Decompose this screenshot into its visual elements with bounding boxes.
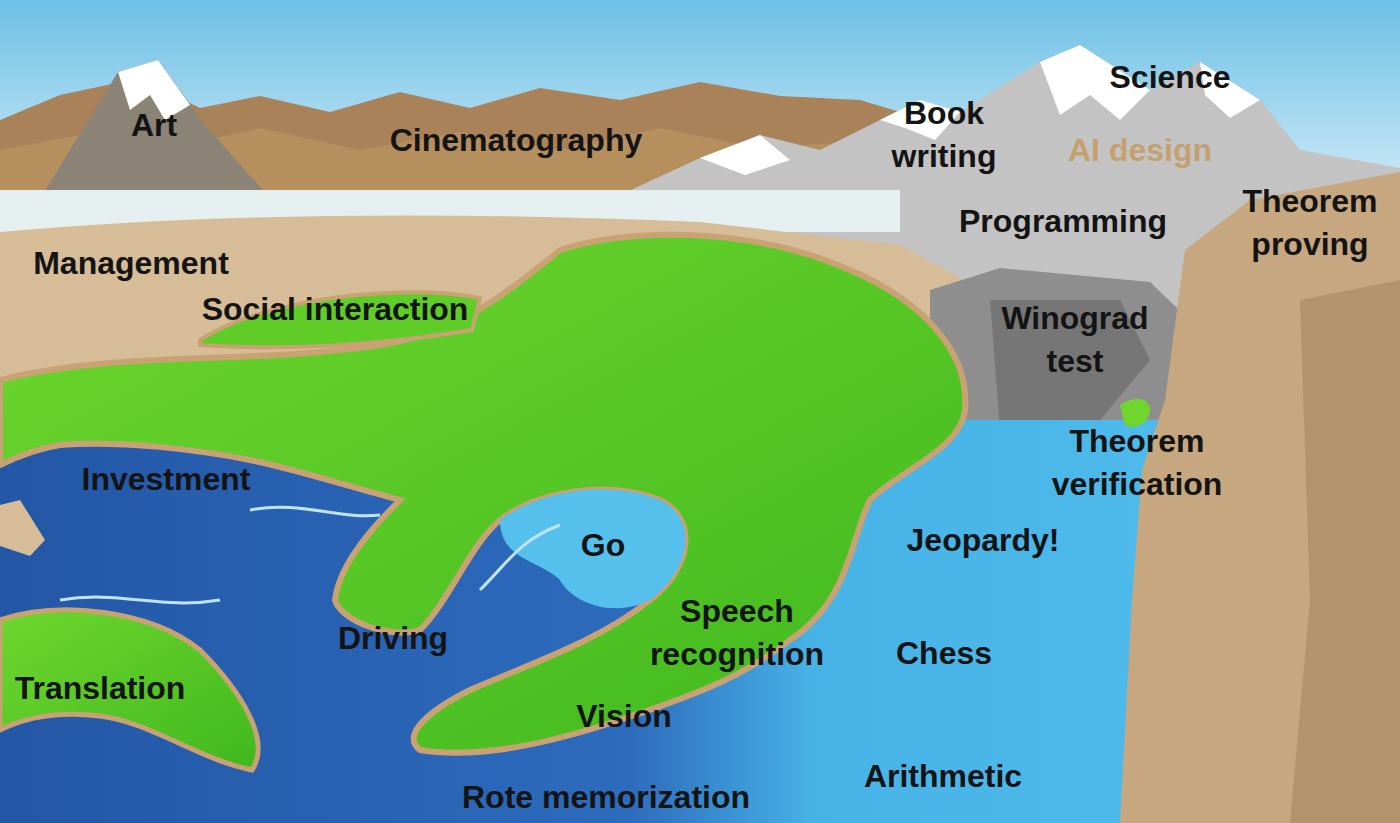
region-label: Theorem proving bbox=[1225, 180, 1395, 266]
region-label: Driving bbox=[338, 617, 448, 660]
region-label: Winograd test bbox=[988, 297, 1163, 383]
small-island bbox=[0, 500, 45, 556]
region-label: Speech recognition bbox=[635, 590, 840, 676]
region-label: Theorem verification bbox=[1035, 420, 1240, 506]
region-label: Rote memorization bbox=[462, 776, 750, 819]
region-label: Vision bbox=[576, 695, 671, 738]
region-label: Translation bbox=[15, 667, 186, 710]
region-label: Science bbox=[1110, 56, 1231, 99]
region-label: Go bbox=[581, 524, 625, 567]
region-label: Arithmetic bbox=[864, 755, 1022, 798]
region-label: Art bbox=[131, 104, 177, 147]
lagoon bbox=[500, 490, 685, 609]
translation-island bbox=[0, 610, 258, 770]
region-label: Jeopardy! bbox=[907, 519, 1060, 562]
region-label: Social interaction bbox=[202, 288, 469, 331]
region-label: Programming bbox=[959, 200, 1167, 243]
region-label: Book writing bbox=[869, 92, 1019, 178]
region-label: Investment bbox=[82, 458, 251, 501]
region-label: Chess bbox=[896, 632, 992, 675]
region-label: AI design bbox=[1068, 129, 1212, 172]
region-label: Cinematography bbox=[390, 119, 642, 162]
green-land bbox=[0, 235, 965, 753]
cliff-shade bbox=[1290, 280, 1400, 823]
region-label: Management bbox=[33, 242, 229, 285]
water-ripples bbox=[60, 507, 560, 603]
green-patch bbox=[1120, 399, 1150, 427]
